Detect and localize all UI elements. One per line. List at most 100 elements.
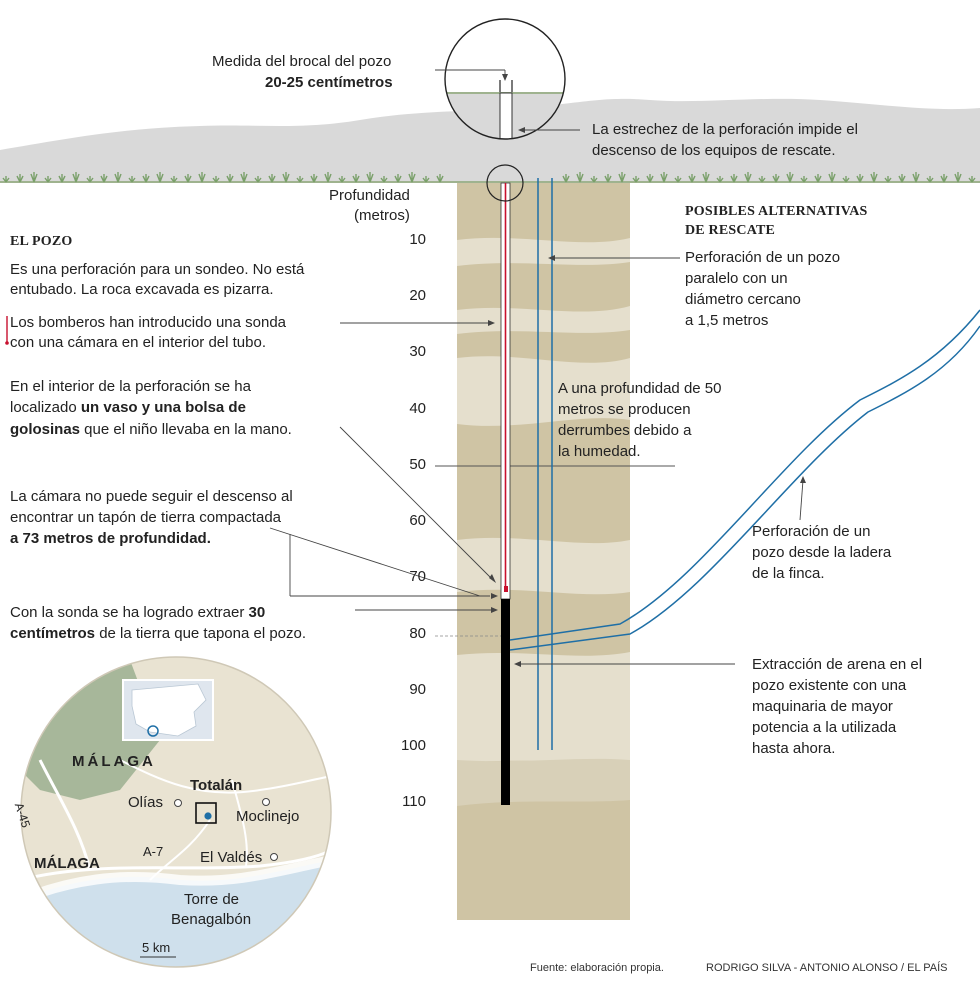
left-p3-line1: En el interior de la perforación se ha bbox=[10, 378, 251, 395]
grass-tuft bbox=[282, 172, 290, 183]
grass-tuft bbox=[744, 172, 752, 183]
grass-tuft bbox=[422, 176, 430, 183]
grass-tuft bbox=[212, 176, 220, 183]
locator-map bbox=[20, 656, 332, 968]
left-p4-line1: La cámara no puede seguir el descenso al bbox=[10, 488, 293, 505]
depth-tick: 90 bbox=[409, 681, 426, 698]
grass-tuft bbox=[16, 174, 24, 183]
alt1-line2: paralelo con un bbox=[685, 270, 788, 287]
depth-tick: 50 bbox=[409, 456, 426, 473]
wellhead-value: 20-25 centímetros bbox=[265, 74, 393, 91]
grass-tuft bbox=[352, 174, 360, 183]
depth-tick: 30 bbox=[409, 343, 426, 360]
grass-tuft bbox=[968, 176, 976, 183]
map-highlight-label: Totalán bbox=[190, 777, 243, 794]
grass-tuft bbox=[856, 174, 864, 183]
map-city-label: MÁLAGA bbox=[34, 855, 100, 872]
grass-tuft bbox=[828, 172, 836, 183]
grass-tuft bbox=[716, 176, 724, 183]
left-p2-line1: Los bomberos han introducido una sonda bbox=[10, 314, 287, 331]
left-p3-line3: golosinas que el niño llevaba en la mano… bbox=[10, 421, 292, 438]
grass-tuft bbox=[618, 172, 626, 183]
grass-tuft bbox=[758, 176, 766, 183]
leader-arrows bbox=[488, 74, 806, 667]
map-place-moclinejo: Moclinejo bbox=[236, 808, 300, 825]
grass-tuft bbox=[394, 174, 402, 183]
left-p5-line2: centímetros de la tierra que tapona el p… bbox=[10, 625, 307, 642]
grass-tuft bbox=[954, 172, 962, 183]
alt1-line3: diámetro cercano bbox=[685, 291, 801, 308]
grass-tuft bbox=[408, 172, 416, 183]
depth-axis-label-2: (metros) bbox=[354, 207, 410, 224]
left-p5-line1: Con la sonda se ha logrado extraer 30 bbox=[10, 604, 266, 621]
alt1-line1: Perforación de un pozo bbox=[685, 249, 841, 266]
left-p2-line2: con una cámara en el interior del tubo. bbox=[10, 334, 266, 351]
footer-source: Fuente: elaboración propia. bbox=[530, 962, 664, 974]
grass-tuft bbox=[30, 172, 38, 183]
grass-tuft bbox=[86, 176, 94, 183]
probe-marker-dot bbox=[5, 341, 9, 345]
map-road-a7: A-7 bbox=[143, 844, 164, 859]
depth-tick: 60 bbox=[409, 512, 426, 529]
right-heading-2: DE RESCATE bbox=[685, 223, 776, 238]
alt3-line3: maquinaria de mayor bbox=[752, 698, 893, 715]
map-region-label: MÁLAGA bbox=[72, 753, 156, 770]
depth-tick: 110 bbox=[402, 793, 426, 810]
depth-tick: 80 bbox=[409, 625, 426, 642]
grass-tuft bbox=[58, 174, 66, 183]
grass-tuft bbox=[366, 172, 374, 183]
grass-tuft bbox=[184, 174, 192, 183]
collapse-line1: A una profundidad de 50 bbox=[558, 380, 722, 397]
alt3-line1: Extracción de arena en el bbox=[752, 656, 923, 673]
grass-tuft bbox=[156, 172, 164, 183]
grass-tuft bbox=[590, 176, 598, 183]
grass-tuft bbox=[632, 176, 640, 183]
leader-lines bbox=[269, 69, 804, 665]
grass-tuft bbox=[702, 172, 710, 183]
soil-column bbox=[457, 183, 630, 920]
depth-tick: 20 bbox=[409, 287, 426, 304]
grass-tuft bbox=[198, 172, 206, 183]
alt2-line1: Perforación de un bbox=[752, 523, 871, 540]
collapse-line4: la humedad. bbox=[558, 443, 641, 460]
left-heading: EL POZO bbox=[10, 234, 73, 249]
wellhead-title: Medida del brocal del pozo bbox=[212, 53, 392, 70]
grass-tuft bbox=[380, 176, 388, 183]
grass-tuft bbox=[646, 174, 654, 183]
hill-silhouette bbox=[0, 98, 980, 182]
alt2-line2: pozo desde la ladera bbox=[752, 544, 892, 561]
grass-tuft bbox=[898, 174, 906, 183]
grass-tuft bbox=[730, 174, 738, 183]
wellhead-note-1: La estrechez de la perforación impide el bbox=[592, 121, 858, 138]
alt3-line2: pozo existente con una bbox=[752, 677, 907, 694]
wellhead-note-2: descenso de los equipos de rescate. bbox=[592, 142, 836, 159]
collapse-line3: derrumbes debido a bbox=[558, 422, 692, 439]
well-shaft bbox=[500, 182, 511, 805]
left-p4-line2: encontrar un tapón de tierra compactada bbox=[10, 509, 282, 526]
depth-tick: 40 bbox=[409, 400, 426, 417]
grass-tuft bbox=[772, 174, 780, 183]
grass-tuft bbox=[660, 172, 668, 183]
grass-tuft bbox=[562, 174, 570, 183]
grass-tuft bbox=[338, 176, 346, 183]
map-place-elvaldes: El Valdés bbox=[200, 849, 263, 866]
grass-tuft bbox=[128, 176, 136, 183]
grass-tuft bbox=[604, 174, 612, 183]
alt2-line3: de la finca. bbox=[752, 565, 825, 582]
map-scale-label: 5 km bbox=[142, 940, 171, 955]
depth-tick: 70 bbox=[409, 568, 426, 585]
grass-tufts bbox=[2, 172, 976, 183]
grass-tuft bbox=[324, 172, 332, 183]
depth-axis-label-1: Profundidad bbox=[329, 187, 410, 204]
depth-tick: 10 bbox=[409, 231, 426, 248]
grass-tuft bbox=[240, 172, 248, 183]
grass-tuft bbox=[576, 172, 584, 183]
map-place-olias: Olías bbox=[128, 794, 164, 811]
grass-tuft bbox=[870, 172, 878, 183]
footer-credits: RODRIGO SILVA - ANTONIO ALONSO / EL PAÍS bbox=[706, 962, 948, 974]
left-p4-line3: a 73 metros de profundidad. bbox=[10, 530, 211, 547]
grass-tuft bbox=[786, 172, 794, 183]
grass-tuft bbox=[2, 176, 10, 183]
grass-tuft bbox=[254, 176, 262, 183]
grass-tuft bbox=[800, 176, 808, 183]
